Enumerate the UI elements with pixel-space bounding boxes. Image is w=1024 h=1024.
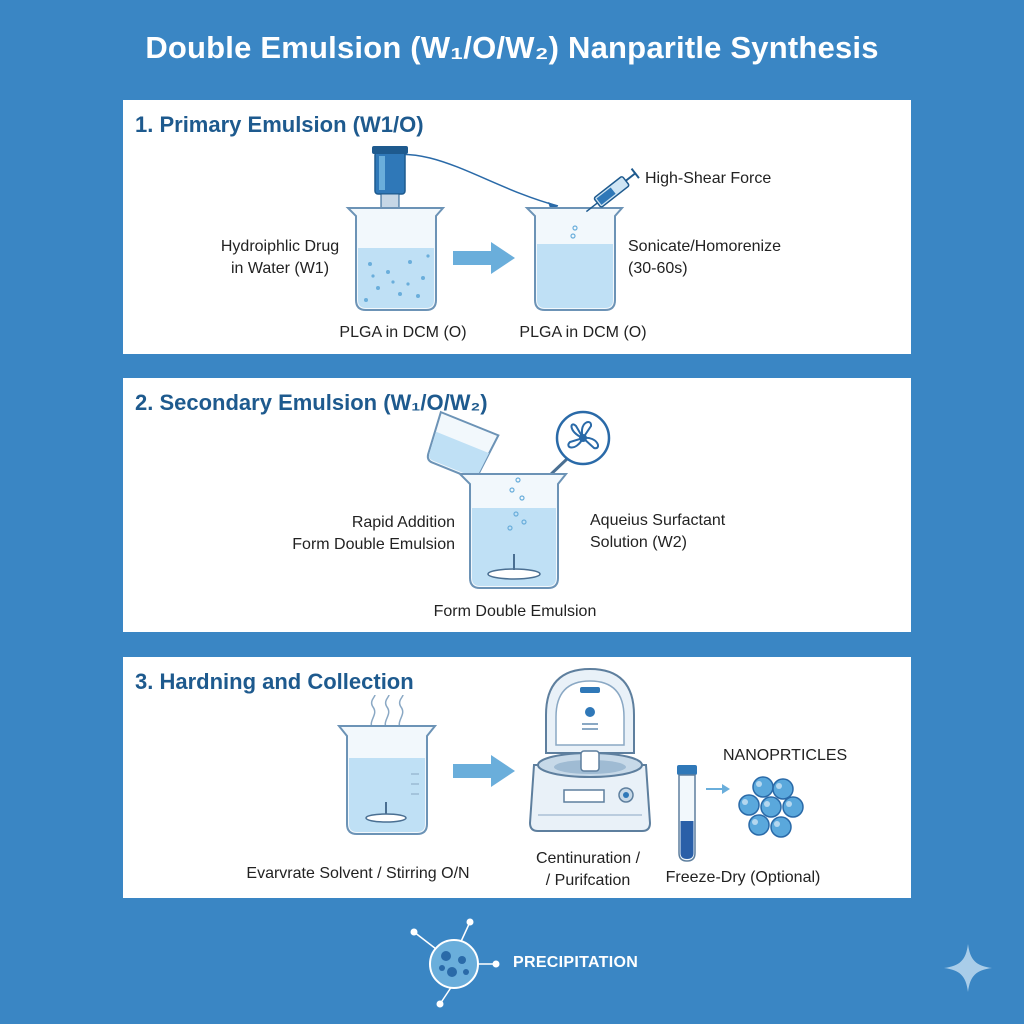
rapid-label-line2: Form Double Emulsion [292, 536, 455, 553]
arrow-icon [706, 784, 730, 794]
rapid-label-line1: Rapid Addition [351, 514, 455, 531]
nanoparticle-cluster-icon [738, 776, 804, 838]
primary-emulsion-panel: 1. Primary Emulsion (W1/O) Hydroiphlic D… [123, 100, 911, 354]
panel-heading: 3. Hardning and Collection [135, 669, 414, 694]
syringe-icon [585, 168, 640, 213]
beaker-icon [457, 473, 569, 589]
hardening-collection-panel: 3. Hardning and Collection Evarvrate Sol… [123, 657, 911, 898]
drug-label-line2: in Water (W1) [230, 260, 330, 277]
panel-heading: 1. Primary Emulsion (W1/O) [135, 112, 424, 137]
beaker-icon [336, 725, 438, 835]
precipitation-label: PRECIPITATION [513, 954, 639, 971]
sonicate-label-line2: (30-60s) [628, 260, 688, 277]
particle-icon [410, 918, 500, 1008]
plga-label-right: PLGA in DCM (O) [519, 324, 647, 341]
centrifugation-label-line2: / Purifcation [545, 872, 631, 889]
panel-heading: 2. Secondary Emulsion (W₁/O/W₂) [135, 390, 488, 415]
centrifugation-label-line1: Centinuration / [535, 850, 641, 867]
double-emulsion-label: Form Double Emulsion [433, 603, 597, 620]
arrow-icon [453, 755, 515, 787]
beaker-icon [524, 207, 625, 311]
aqueous-label-line2: Solution (W2) [590, 534, 687, 551]
aqueous-label-line1: Aqueius Surfactant [590, 512, 726, 529]
centrifuge-icon [528, 667, 652, 832]
sparkle-icon [944, 944, 992, 992]
secondary-emulsion-panel: 2. Secondary Emulsion (W₁/O/W₂) Rapid Ad… [123, 378, 911, 632]
arrow-icon [453, 242, 515, 274]
shear-label: High-Shear Force [645, 170, 772, 187]
evaporate-label: Evarvrate Solvent / Stirring O/N [246, 865, 470, 882]
plga-label-left: PLGA in DCM (O) [339, 324, 467, 341]
freeze-dry-label: Freeze-Dry (Optional) [665, 869, 821, 886]
nanoparticles-label: NANOPRTICLES [723, 747, 848, 764]
steam-icon [370, 694, 404, 730]
beaker-icon [345, 207, 446, 311]
drug-label-line1: Hydroiphlic Drug [220, 238, 340, 255]
sonicate-label-line1: Sonicate/Homorenize [628, 238, 781, 255]
page-title: Double Emulsion (W₁/O/W₂) Nanparitle Syn… [145, 30, 879, 65]
test-tube-icon [677, 765, 697, 862]
